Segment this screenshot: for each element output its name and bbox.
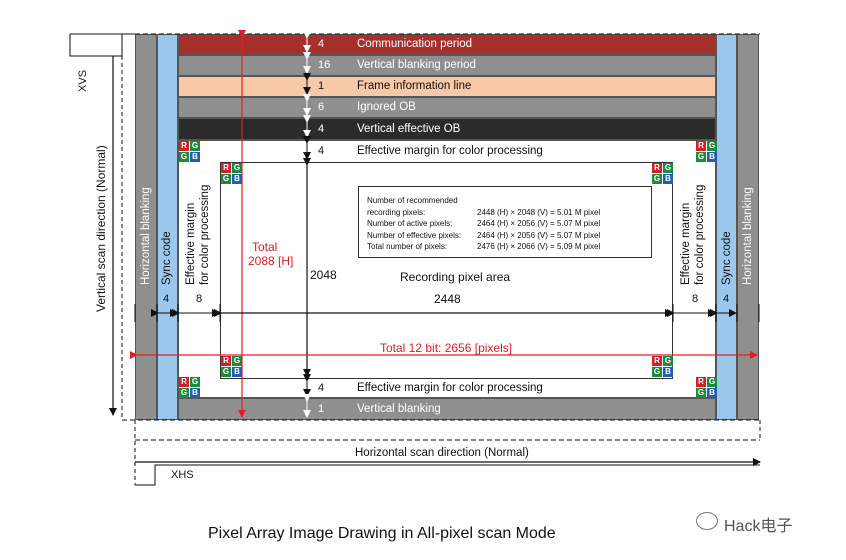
band-label-vblank-bottom: Vertical blanking [357,403,441,415]
info-key: Number of recommended [367,196,458,205]
xvs-signal-outline [69,33,135,57]
rgb-r: R [696,141,706,151]
band-num-vblank-bottom: 1 [318,403,325,415]
label-total-v-2: 2088 [H] [248,254,294,268]
rgb-g: G [221,174,231,184]
rgb-g: G [232,163,242,173]
rgb-g: G [652,367,662,377]
band-ignored-ob [178,97,716,118]
rgb-g: G [663,163,673,173]
rgb-b: B [707,388,717,398]
rgb-g: G [707,377,717,387]
rgb-g: G [179,152,189,162]
rgb-b: B [232,367,242,377]
rgb-r: R [221,356,231,366]
label-h-right-8: 8 [692,293,699,305]
info-value: 2464 (H) × 2056 (V) = 5.07 M pixel [477,230,601,240]
xhs-signal-outline [135,464,760,486]
watermark-logo-icon [696,512,718,530]
label-h-active: 2448 [434,292,461,306]
rgb-g: G [232,356,242,366]
label-xhs: XHS [171,469,194,481]
label-h-right-4: 4 [723,293,730,305]
info-value: 2464 (H) × 2056 (V) = 5.07 M pixel [477,219,601,228]
band-num-margin-bottom: 4 [318,382,325,394]
label-v-active: 2048 [310,268,337,282]
info-row: Number of recommended [367,195,651,207]
label-total-v-1: Total [252,240,278,254]
rgb-g: G [652,174,662,184]
label-recording-area: Recording pixel area [400,270,511,284]
pixel-count-info-box: Number of recommended recording pixels: 2… [358,186,652,258]
band-num-vblank-period: 16 [318,59,331,71]
rgb-g: G [707,141,717,151]
info-value: 2476 (H) × 2066 (V) = 5.09 M pixel [477,242,601,251]
band-label-margin-top: Effective margin for color processing [357,145,543,157]
band-num-margin-top: 4 [318,145,325,157]
band-label-margin-bottom: Effective margin for color processing [357,382,543,394]
rgb-g: G [190,377,200,387]
band-vertical-effective-ob [178,118,716,140]
band-label-vblank-period: Vertical blanking period [357,59,476,71]
info-row: Number of effective pixels: 2464 (H) × 20… [367,230,651,242]
info-row: Total number of pixels: 2476 (H) × 2066 (… [367,241,651,253]
rgb-g: G [221,367,231,377]
label-h-left-4: 4 [163,293,170,305]
rgb-b: B [663,367,673,377]
band-label-communication: Communication period [357,38,473,50]
recording-area-frame [220,162,673,379]
rgb-b: B [190,152,200,162]
band-frame-information-line [178,76,716,97]
rgb-b: B [663,174,673,184]
band-num-ignored-ob: 6 [318,101,325,113]
rgb-r: R [179,377,189,387]
rgb-g: G [696,388,706,398]
info-key: Total number of pixels: [367,242,448,251]
info-value: 2448 (H) × 2048 (V) = 5.01 M pixel [477,207,601,217]
rgb-b: B [707,152,717,162]
band-label-ignored-ob: Ignored OB [357,101,416,113]
band-vertical-blanking-period [178,55,716,76]
info-row: Number of active pixels: 2464 (H) × 2056 … [367,218,651,230]
label-h-left-8: 8 [196,293,203,305]
band-num-frame-info: 1 [318,80,325,92]
xvs-signal-line [70,33,123,57]
rgb-r: R [652,163,662,173]
band-num-effective-ob: 4 [318,123,325,135]
rgb-r: R [652,356,662,366]
info-key: Number of active pixels: [367,219,453,228]
band-label-frame-info: Frame information line [357,80,472,92]
rgb-g: G [190,141,200,151]
rgb-r: R [696,377,706,387]
rgb-g: G [663,356,673,366]
band-label-effective-ob: Vertical effective OB [357,123,461,135]
label-horizontal-scan: Horizontal scan direction (Normal) [355,447,529,459]
rgb-b: B [190,388,200,398]
rgb-b: B [232,174,242,184]
rgb-g: G [696,152,706,162]
info-key: recording pixels: [367,207,426,217]
rgb-g: G [179,388,189,398]
rgb-r: R [221,163,231,173]
info-key: Number of effective pixels: [367,230,462,240]
watermark-text: Hack电子 [724,518,793,535]
band-num-communication: 4 [318,38,325,50]
diagram-caption: Pixel Array Image Drawing in All-pixel s… [208,525,556,542]
rgb-r: R [179,141,189,151]
info-row: recording pixels: 2448 (H) × 2048 (V) = 5… [367,207,651,219]
